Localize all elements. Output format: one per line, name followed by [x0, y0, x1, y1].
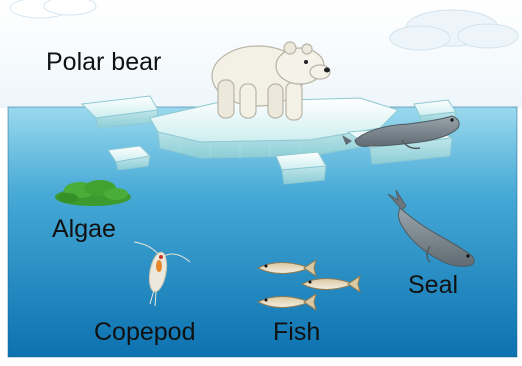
- label-copepod: Copepod: [94, 320, 195, 345]
- label-polar-bear: Polar bear: [46, 50, 161, 75]
- label-fish: Fish: [273, 320, 320, 345]
- label-seal: Seal: [408, 273, 458, 298]
- label-algae: Algae: [52, 217, 116, 242]
